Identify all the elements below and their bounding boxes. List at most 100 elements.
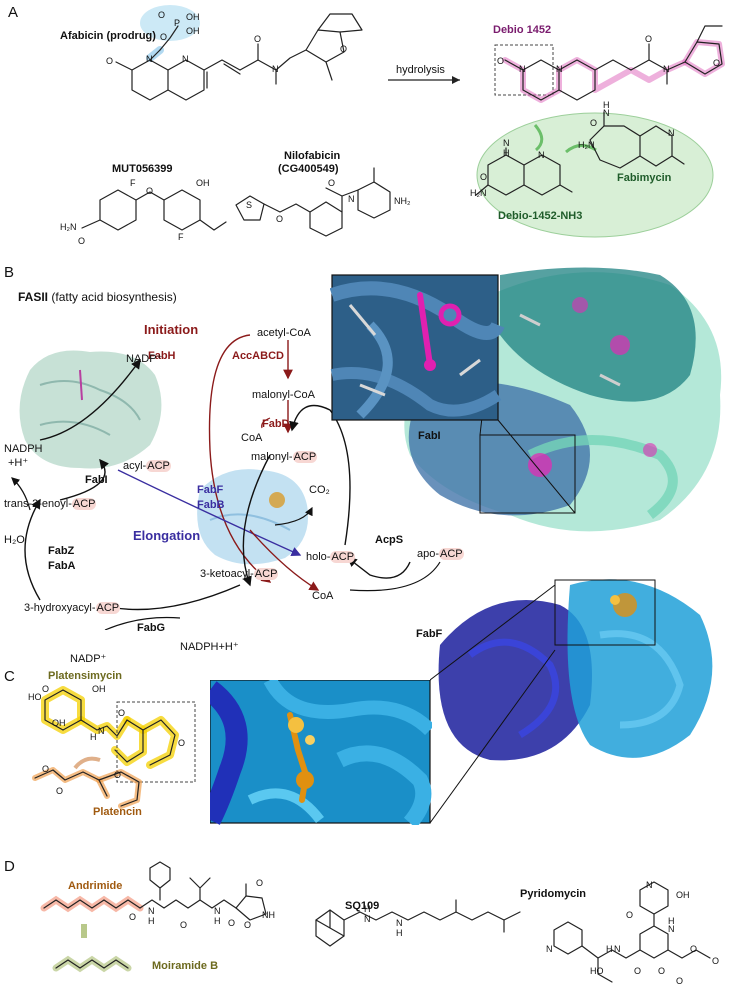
nadp-plus-bottom: NADP⁺ [70,653,107,665]
holo-acp-label: holo-ACP [306,551,356,563]
nilofabicin-structure [235,167,391,237]
pyridomycin-label: Pyridomycin [520,888,587,900]
atom-label: O [158,10,166,20]
debio1452-label: Debio 1452 [493,24,552,36]
coa-label-1: CoA [241,432,263,444]
atom-label: O [228,918,236,928]
atom-label: O [42,684,50,694]
atom-label: O [180,920,188,930]
nilofabicin-label: Nilofabicin [284,150,341,162]
coa-label-2: CoA [312,590,334,602]
atom-label: HO [28,692,42,702]
atom-label: NH₂ [394,196,411,206]
atom-label: O [160,32,168,42]
fabi-struct-label: FabI [418,430,441,442]
holo-prefix: holo- [306,551,331,563]
atom-label: N [503,138,510,148]
atom-label: H₂N [578,140,595,150]
apo-prefix: apo- [417,548,440,560]
atom-label: N [182,54,189,64]
fabf-inset [210,680,432,825]
platencin-label: Platencin [93,806,142,818]
fabi-structure [330,267,722,532]
panel-letter-a: A [8,4,19,21]
fabb-small-label: FabB [197,499,225,511]
apo-acp-label: apo-ACP [417,548,464,560]
sq109-label: SQ109 [345,900,380,912]
initiation-label: Initiation [144,322,199,337]
afabicin-structure [115,5,363,101]
platensimycin-label: Platensimycin [48,670,122,682]
malonyl-acp-label: malonyl-ACP [251,451,318,463]
atom-label: O [42,764,50,774]
atom-label: N [603,108,610,118]
atom-label: S [246,200,253,210]
atom-label: H [90,732,97,742]
afabicin-label: Afabicin (prodrug) [60,30,156,42]
atom-label: O [178,738,186,748]
atom-label: O [626,910,634,920]
atom-label: O [690,944,698,954]
atom-label: O [590,118,598,128]
atom-label: H [668,916,675,926]
atom-label: O [645,34,653,44]
nadph-h-bottom: NADPH+H⁺ [180,641,239,653]
atom-label: NH [262,910,275,920]
accabcd-label: AccABCD [232,350,284,362]
moiramide-label: Moiramide B [152,960,219,972]
atom-label: OH [186,12,200,22]
fasii-pathway-arrows [11,334,441,630]
co2-label: CO₂ [309,484,330,496]
panel-letter-c: C [4,668,15,685]
fabimycin-label: Fabimycin [617,172,672,184]
atom-label: N [519,64,526,74]
atom-label: O [78,236,86,246]
acp-badge: ACP [146,460,171,472]
atom-label: N [556,64,563,74]
trans-prefix: trans-2-enoyl- [4,498,72,510]
atom-label: OH [196,178,210,188]
atom-label: N [396,918,403,928]
atom-label: P [174,18,181,28]
panel-letter-d: D [4,858,15,875]
acp-badge: ACP [330,551,356,563]
fabh-label: FabH [148,350,176,362]
acps-label: AcpS [375,534,404,546]
atom-label: H [396,928,403,938]
atom-label: O [244,920,252,930]
fabf-struct-label: FabF [416,628,443,640]
atom-label: N [272,64,279,74]
atom-label: O [712,956,720,966]
atom-label: O [118,708,126,718]
inset-connector [430,584,556,824]
atom-label: H [603,100,610,110]
debio-nh3-structure [475,147,573,196]
atom-label: O [56,786,64,796]
atom-label: O [276,214,284,224]
ketoacyl-prefix: 3-ketoacyl- [200,568,254,580]
atom-label: H₂N [470,188,487,198]
nadp-plus-top: NADP⁺ [126,353,163,365]
atom-label: N [646,880,653,890]
atom-label: O [129,912,137,922]
atom-label: N [214,906,221,916]
hydroxyacyl-prefix: 3-hydroxyacyl- [24,602,96,614]
atom-label: OH [52,718,66,728]
atom-label: N [364,914,371,924]
atom-label: O [676,976,684,986]
hydrolysis-label: hydrolysis [396,64,445,76]
atom-label: O [658,966,666,976]
mut056399-structure [81,189,227,231]
atom-label: O [114,770,122,780]
atom-label: H [606,944,613,954]
fabimycin-ellipse [476,112,714,238]
atom-label: OH [186,26,200,36]
fasii-desc: (fatty acid biosynthesis) [51,290,177,304]
atom-label: N [546,944,553,954]
fabf-structure [438,579,713,761]
acp-badge: ACP [292,451,318,463]
atom-label: HO [590,966,604,976]
hydroxyacyl-acp-label: 3-hydroxyacyl-ACP [24,602,121,614]
acetyl-coa-label: acetyl-CoA [257,327,311,339]
atom-label: N [98,726,105,736]
